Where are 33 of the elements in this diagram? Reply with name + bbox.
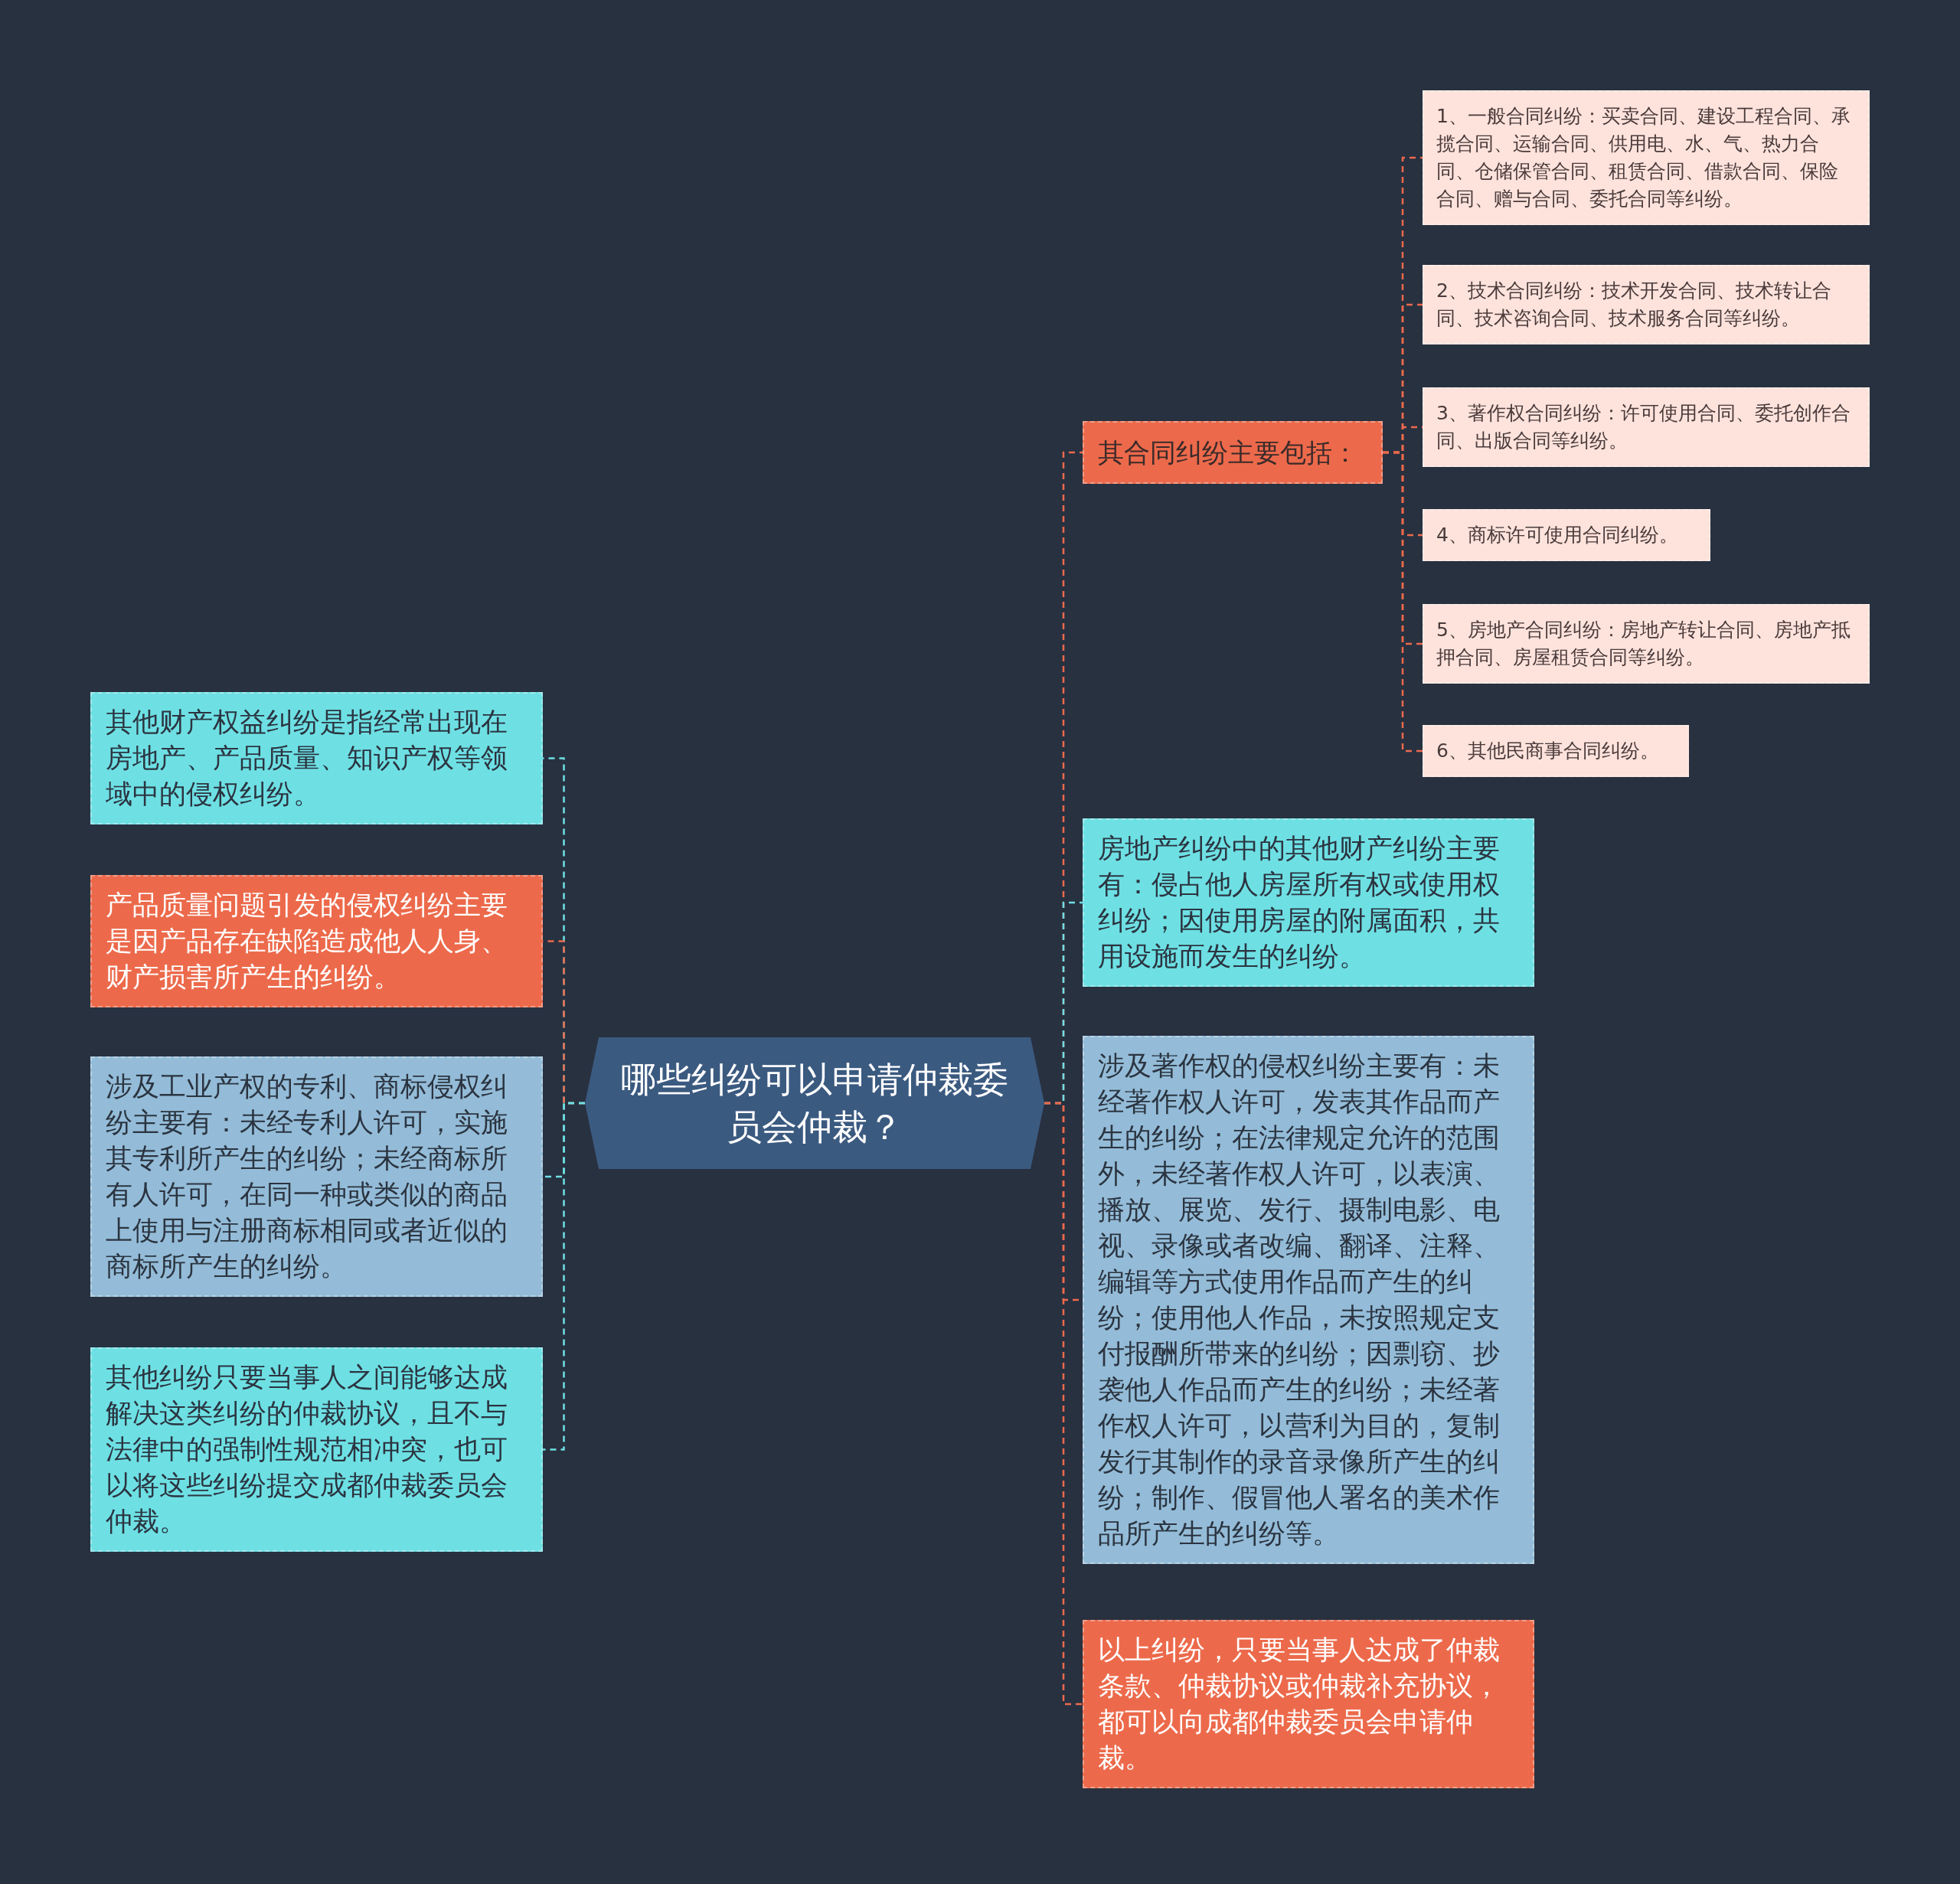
topic-box	[1083, 421, 1383, 484]
subtopic-box	[1423, 604, 1870, 684]
topic-box	[90, 1347, 543, 1552]
connector-line	[543, 1102, 585, 1451]
topic-text: 2、技术合同纠纷：技术开发合同、技术转让合同、技术咨询合同、技术服务合同等纠纷。	[1436, 279, 1832, 331]
topic-text: 涉及工业产权的专利、商标侵权纠纷主要有：未经专利人许可，实施其专利所产生的纠纷；未经商标所有人许可，在同一种或类似的商品上使用与注册商标相同或者近似的商标所产生的纠纷。	[106, 1070, 508, 1283]
topic-text: 以上纠纷，只要当事人达成了仲裁条款、仲裁协议或仲裁补充协议，都可以向成都仲裁委员会申请仲裁。	[1098, 1634, 1501, 1775]
subtopic-box	[1423, 725, 1689, 777]
topic-text: 5、房地产合同纠纷：房地产转让合同、房地产抵押合同、房屋租赁合同等纠纷。	[1436, 618, 1851, 670]
topic-text: 其他纠纷只要当事人之间能够达成解决这类纠纷的仲裁协议，且不与法律中的强制性规范相冲突，也可以将这些纠纷提交成都仲裁委员会仲裁。	[106, 1361, 508, 1538]
subtopic-box	[1423, 509, 1710, 561]
topic-text: 1、一般合同纠纷：买卖合同、建设工程合同、承揽合同、运输合同、供用电、水、气、热力合同、仓储保管合同、租赁合同、借款合同、保险合同、赠与合同、委托合同等纠纷。	[1436, 104, 1851, 211]
topic-text: 产品质量问题引发的侵权纠纷主要是因产品存在缺陷造成他人人身、财产损害所产生的纠纷。	[106, 889, 508, 994]
topic-box	[90, 875, 543, 1007]
connector-line	[1383, 451, 1423, 753]
connector-line	[1044, 1102, 1083, 1706]
subtopic-box	[1423, 90, 1870, 225]
topic-box	[90, 1056, 543, 1297]
topic-text: 6、其他民商事合同纠纷。	[1436, 739, 1660, 763]
subtopic-box	[1423, 387, 1870, 467]
topic-text: 房地产纠纷中的其他财产纠纷主要有：侵占他人房屋所有权或使用权纠纷；因使用房屋的附属面积，共用设施而发生的纠纷。	[1098, 832, 1501, 973]
central-topic-text: 哪些纠纷可以申请仲裁委员会仲裁？	[620, 1058, 1009, 1149]
central-topic	[585, 1037, 1044, 1169]
topic-box	[1083, 1036, 1534, 1564]
subtopic-box	[1423, 265, 1870, 344]
topic-box	[90, 692, 543, 824]
topic-text: 3、著作权合同纠纷：许可使用合同、委托创作合同、出版合同等纠纷。	[1436, 401, 1851, 453]
topic-box	[1083, 1620, 1534, 1788]
topic-box	[1083, 818, 1534, 987]
topic-text: 其合同纠纷主要包括：	[1098, 436, 1359, 469]
topic-text: 4、商标许可使用合同纠纷。	[1436, 523, 1679, 547]
topic-text: 涉及著作权的侵权纠纷主要有：未经著作权人许可，发表其作品而产生的纠纷；在法律规定允许的范围外，未经著作权人许可，以表演、播放、展览、发行、摄制电影、电视、录像或者改编、翻译、注释、编辑等方式使用作品而产生的纠纷；使用他人作品，未按照规定支付报酬所带来的纠纷；因剽窃、抄袭他人作品而产生的纠纷；未经著作权人许可，以营利为目的，复制发行其制作的录音录像所产生的纠纷；制作、假冒他人署名的美术作品所产生的纠纷等。	[1098, 1050, 1501, 1550]
topic-text: 其他财产权益纠纷是指经常出现在房地产、产品质量、知识产权等领域中的侵权纠纷。	[106, 706, 508, 811]
